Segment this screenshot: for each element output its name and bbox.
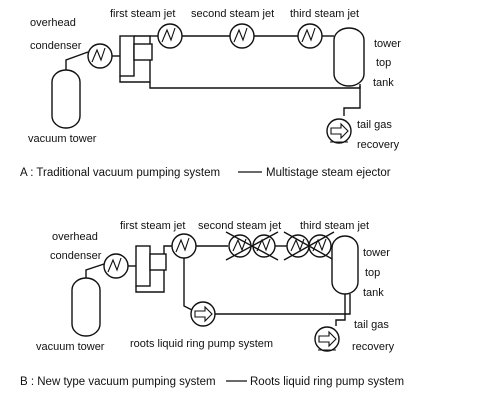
label-top-b: top [365,267,380,279]
ejector-2-a [229,23,255,49]
condenser-b [103,253,129,279]
first-steam-jet-b [128,245,167,293]
tower-top-tank-b [331,235,359,295]
pipe-tower-to-condenser-b [85,263,105,278]
label-jet2-a: second steam jet [191,8,274,20]
ejector-1-b [171,233,197,259]
panel-b: overhead condenser first steam jet secon… [20,220,404,388]
label-tank-b: tank [363,287,384,299]
label-overhead-b: overhead [52,231,98,243]
tower-top-tank-a [333,27,365,87]
label-jet1-a: first steam jet [110,8,175,20]
label-recovery-b: recovery [352,341,395,353]
pipe-tank-to-pump-b [335,294,346,326]
condensate-line-a [149,82,361,89]
label-vacuum-tower-a: vacuum tower [28,133,97,145]
pipe-roots-to-tank-b [215,294,351,315]
caption-a-left: A : Traditional vacuum pumping system [20,167,220,179]
caption-b-left: B : New type vacuum pumping system [20,376,216,388]
caption-a-right: Multistage steam ejector [266,167,391,179]
caption-b-right: Roots liquid ring pump system [250,376,404,388]
label-jet1-b: first steam jet [120,220,185,232]
condenser-a [87,43,113,69]
ejector-3-b [283,231,335,261]
roots-pump-b [190,301,216,327]
tail-gas-pump-b [314,326,340,352]
label-tail-gas-a: tail gas [357,119,392,131]
label-vacuum-tower-b: vacuum tower [36,341,105,353]
pipe-to-roots-b [183,258,193,311]
vacuum-tower-vessel-a [51,69,81,129]
panel-a: overhead condenser first steam jet secon… [20,8,401,179]
label-tower-b: tower [363,247,390,259]
first-steam-jet-a [112,35,153,83]
label-condenser-b: condenser [50,250,102,262]
label-jet3-b: third steam jet [300,220,369,232]
label-top-a: top [376,57,391,69]
label-jet2-b: second steam jet [198,220,281,232]
label-tank-a: tank [373,77,394,89]
label-condenser-a: condenser [30,40,82,52]
pipe-tank-to-pump-a [343,86,361,116]
label-overhead-a: overhead [30,17,76,29]
pipe-tower-to-condenser-a [65,51,89,70]
ejector-1-a [157,23,183,49]
label-roots-pump-b: roots liquid ring pump system [130,338,273,350]
pipe-jet1-b [163,245,172,254]
ejector-3-a [297,23,323,49]
tail-gas-pump-a [326,118,352,144]
ejector-2-b [225,231,279,261]
label-jet3-a: third steam jet [290,8,359,20]
label-tail-gas-b: tail gas [354,319,389,331]
vacuum-tower-vessel-b [71,277,101,337]
label-tower-a: tower [374,38,401,50]
label-recovery-a: recovery [357,139,400,151]
